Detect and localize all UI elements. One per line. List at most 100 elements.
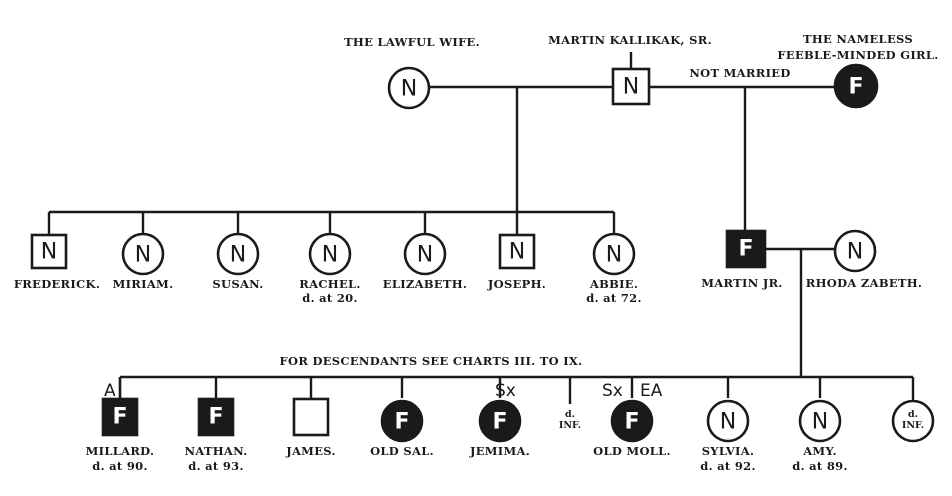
descendant-sylvia: N SYLVIA.d. at 92. [700,399,756,473]
descendant-infant-1: d.INF. [559,409,581,431]
james-name: JAMES. [285,444,336,458]
joseph-name: JOSEPH. [487,277,546,291]
child-miriam: N MIRIAM. [113,232,174,291]
old-moll-letter: F [624,410,639,435]
old-moll-tag-sx: Sx [602,381,623,401]
james-square-symbol [292,397,330,437]
millard-letter: F [112,405,127,430]
rachel-circle-symbol [308,232,352,276]
old-sal-circle-symbol [380,399,424,443]
amy-circle-symbol [798,399,842,443]
descendant-nathan: F NATHAN.d. at 93. [184,397,247,473]
not-married-label: NOT MARRIED [689,66,790,80]
amy-note: d. at 89. [792,459,848,473]
martin-sr-node: MARTIN KALLIKAK, SR. N [548,33,712,106]
rhoda-symbol [833,229,877,273]
jemima-circle-symbol [478,399,522,443]
old-sal-name: OLD SAL. [370,444,434,458]
infant-2-symbol-text: d.INF. [902,409,924,431]
joseph-square-symbol [498,233,536,270]
martin-sr-letter: N [623,75,639,100]
nameless-label-line1: THE NAMELESS [803,32,913,46]
susan-circle-symbol [216,232,260,276]
rachel-note: d. at 20. [302,291,358,305]
descendants-note: FOR DESCENDANTS SEE CHARTS III. TO IX. [280,354,583,368]
lawful-wife-node: THE LAWFUL WIFE. N [344,35,480,110]
connector-lines [47,52,915,404]
elizabeth-letter: N [417,243,433,268]
miriam-name: MIRIAM. [113,277,174,291]
frederick-letter: N [41,240,57,265]
abbie-letter: N [606,243,622,268]
susan-letter: N [230,243,246,268]
abbie-note: d. at 72. [586,291,642,305]
abbie-circle-symbol [592,232,636,276]
child-elizabeth: N ELIZABETH. [383,232,467,291]
millard-name: MILLARD. [86,444,155,458]
miriam-circle-symbol [121,232,165,276]
child-susan: N SUSAN. [212,232,263,291]
martin-jr-node: F MARTIN JR. [701,229,782,290]
martin-jr-label: MARTIN JR. [701,276,782,290]
old-sal-letter: F [394,410,409,435]
old-moll-circle-symbol [610,399,654,443]
nathan-note: d. at 93. [188,459,244,473]
sylvia-circle-symbol [706,399,750,443]
joseph-letter: N [509,240,525,265]
rachel-name: RACHEL. [299,277,360,291]
descendant-old-sal: F OLD SAL. [370,399,434,458]
child-joseph: N JOSEPH. [487,233,546,291]
martin-jr-symbol [725,229,767,269]
lawful-wife-label: THE LAWFUL WIFE. [344,35,480,49]
jemima-letter: F [492,410,507,435]
elizabeth-name: ELIZABETH. [383,277,467,291]
lawful-wife-letter: N [401,77,417,102]
descendant-infant-2: d.INF. [891,399,935,443]
miriam-letter: N [135,243,151,268]
nameless-girl-letter: F [848,75,863,100]
martin-sr-symbol [611,67,651,106]
nameless-girl-symbol [833,63,879,109]
child-rachel: N RACHEL.d. at 20. [299,232,360,305]
infant-2-circle-symbol [891,399,935,443]
rhoda-letter: N [847,240,863,265]
lawful-wife-symbol [387,66,431,110]
child-frederick: N FREDERICK. [14,233,100,291]
abbie-name: ABBIE. [589,277,638,291]
sylvia-letter: N [720,410,736,435]
susan-name: SUSAN. [212,277,263,291]
sylvia-note: d. at 92. [700,459,756,473]
millard-tag-a: A [104,381,116,401]
nathan-square-symbol [197,397,235,437]
rhoda-zabeth-node: N RHODA ZABETH. [806,229,922,290]
descendant-james: JAMES. [285,397,336,458]
descendant-amy: N AMY.d. at 89. [792,399,848,473]
rhoda-label: RHODA ZABETH. [806,276,922,290]
nathan-letter: F [208,405,223,430]
nameless-label-line2: FEEBLE-MINDED GIRL. [777,48,938,62]
frederick-name: FREDERICK. [14,277,100,291]
jemima-name: JEMIMA. [469,444,530,458]
rachel-letter: N [322,243,338,268]
jemima-tag-sx: Sx [495,381,516,401]
martin-sr-label: MARTIN KALLIKAK, SR. [548,33,712,47]
elizabeth-circle-symbol [403,232,447,276]
frederick-square-symbol [30,233,68,270]
descendant-old-moll: FSx EA OLD MOLL. [593,381,671,458]
millard-note: d. at 90. [92,459,148,473]
martin-jr-letter: F [738,237,753,262]
amy-name: AMY. [802,444,837,458]
old-moll-name: OLD MOLL. [593,444,671,458]
nathan-name: NATHAN. [184,444,247,458]
child-abbie: N ABBIE.d. at 72. [586,232,642,305]
infant-1-symbol-text: d.INF. [559,409,581,431]
amy-letter: N [812,410,828,435]
old-moll-tag-ea: EA [640,381,663,401]
nameless-girl-node: THE NAMELESS FEEBLE-MINDED GIRL. F [777,32,938,109]
descendant-millard: FA MILLARD.d. at 90. [86,377,155,473]
sylvia-name: SYLVIA. [702,444,755,458]
